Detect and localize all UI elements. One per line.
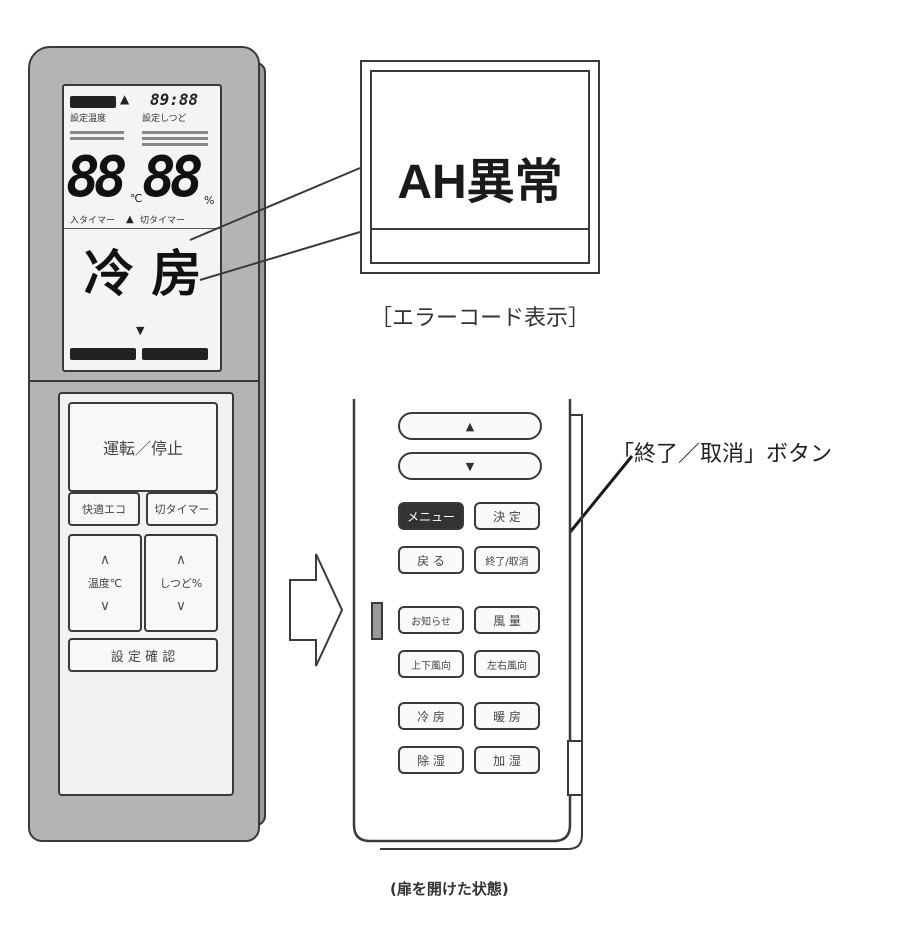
caret-up-icon: ∧ xyxy=(99,552,111,568)
temp-rocker-label: 温度℃ xyxy=(87,577,123,590)
vertical-direction-button[interactable]: 上下風向 xyxy=(398,650,464,678)
notice-button[interactable]: お知らせ xyxy=(398,606,464,634)
error-code-text: AH異常 xyxy=(397,156,563,209)
error-callout-box xyxy=(360,60,600,274)
caret-down-icon: ∨ xyxy=(175,598,187,614)
lcd-temp-unit: ℃ xyxy=(130,192,143,205)
triangle-up-icon: ▲ xyxy=(465,419,475,433)
error-callout-separator xyxy=(370,228,590,230)
heat-button[interactable]: 暖 房 xyxy=(474,702,540,730)
lcd-timer-triangle-icon: ▲ xyxy=(126,214,134,225)
back-button[interactable]: 戻 る xyxy=(398,546,464,574)
triangle-down-icon: ▼ xyxy=(465,459,475,473)
lcd-small-segments-right xyxy=(142,128,208,150)
caret-down-icon: ∨ xyxy=(99,598,111,614)
lcd-humidity-digits: 88 xyxy=(142,145,203,210)
humidity-rocker-label: しつど% xyxy=(159,577,203,590)
up-button[interactable]: ▲ xyxy=(398,412,542,440)
error-callout-inner-frame xyxy=(370,70,590,264)
settings-confirm-button[interactable]: 設 定 確 認 xyxy=(68,638,218,672)
lcd-off-timer-label: 切タイマー xyxy=(140,216,186,226)
eco-button[interactable]: 快適エコ xyxy=(68,492,140,526)
lcd-temp-digits: 88 xyxy=(66,145,127,210)
down-button[interactable]: ▼ xyxy=(398,452,542,480)
lcd-status-tag xyxy=(70,96,116,108)
decide-button[interactable]: 決 定 xyxy=(474,502,540,530)
lcd-mode-pointer-icon: ▼ xyxy=(136,324,145,337)
off-timer-button[interactable]: 切タイマー xyxy=(146,492,218,526)
dehumidify-button[interactable]: 除 湿 xyxy=(398,746,464,774)
lcd-clock: 89:88 xyxy=(150,90,199,109)
lcd-divider xyxy=(64,228,220,229)
lcd-humidity-unit: % xyxy=(204,194,215,207)
lcd-mode-text: 冷 房 xyxy=(84,244,202,303)
lcd-on-timer-label: 入タイマー xyxy=(70,216,116,226)
lcd-bottom-tag-right xyxy=(142,348,208,360)
humidify-button[interactable]: 加 湿 xyxy=(474,746,540,774)
lcd-small-segments-left xyxy=(70,128,124,144)
transition-arrow-icon xyxy=(289,553,344,667)
run-stop-button[interactable]: 運転／停止 xyxy=(68,402,218,492)
error-code-display-label: ［エラーコード表示］ xyxy=(370,306,591,331)
humidity-rocker-button[interactable]: ∧ しつど% ∨ xyxy=(144,534,218,632)
caret-up-icon: ∧ xyxy=(175,552,187,568)
horizontal-direction-button[interactable]: 左右風向 xyxy=(474,650,540,678)
lcd-set-humidity-label: 設定しつど xyxy=(142,114,187,124)
remote-closed-seam xyxy=(28,380,260,382)
lcd-triangle-icon: ▲ xyxy=(120,92,130,106)
lcd-bottom-tag-left xyxy=(70,348,136,360)
temp-rocker-button[interactable]: ∧ 温度℃ ∨ xyxy=(68,534,142,632)
menu-button[interactable]: メニュー xyxy=(398,502,464,530)
end-cancel-button[interactable]: 終了/取消 xyxy=(474,546,540,574)
fan-speed-button[interactable]: 風 量 xyxy=(474,606,540,634)
end-cancel-button-callout-label: 「終了／取消」ボタン xyxy=(612,442,833,467)
door-open-caption: (扉を開けた状態) xyxy=(390,880,509,898)
cool-button[interactable]: 冷 房 xyxy=(398,702,464,730)
lcd-set-temp-label: 設定温度 xyxy=(70,114,107,124)
